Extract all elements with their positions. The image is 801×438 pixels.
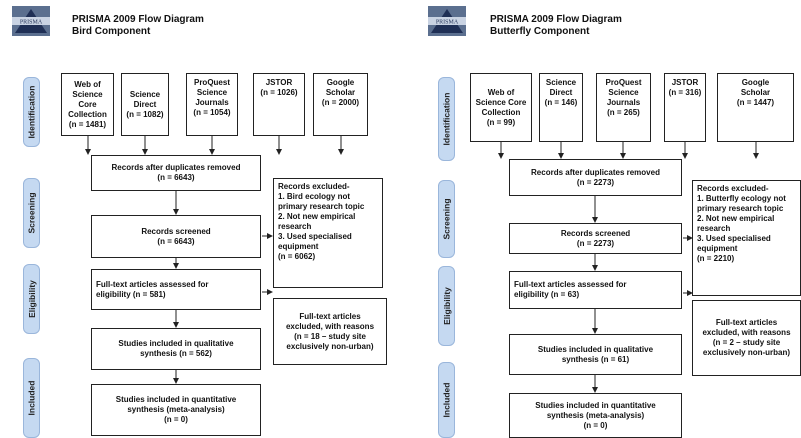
svg-text:PRISMA: PRISMA	[436, 20, 459, 26]
source-web-of-science: Web of Science Core Collection (n = 99)	[470, 73, 532, 142]
stage-eligibility: Eligibility	[23, 264, 40, 334]
diagram-subtitle: Butterfly Component	[490, 26, 590, 37]
source-proquest: ProQuest Science Journals (n = 1054)	[186, 73, 238, 136]
source-web-of-science: Web of Science Core Collection (n = 1481…	[61, 73, 114, 136]
bird-flow-panel: PRISMA PRISMA 2009 Flow Diagram Bird Com…	[0, 0, 400, 438]
diagram-subtitle: Bird Component	[72, 26, 151, 37]
qualitative-synthesis: Studies included in qualitative synthesi…	[91, 328, 261, 370]
source-science-direct: Science Direct (n = 146)	[539, 73, 583, 142]
prisma-logo: PRISMA	[12, 6, 50, 36]
source-jstor: JSTOR (n = 1026)	[253, 73, 305, 136]
records-excluded: Records excluded- 1. Butterfly ecology n…	[692, 180, 801, 296]
stage-eligibility: Eligibility	[438, 266, 455, 346]
source-proquest: ProQuest Science Journals (n = 265)	[596, 73, 651, 142]
records-excluded: Records excluded- 1. Bird ecology not pr…	[273, 178, 383, 288]
source-science-direct: Science Direct (n = 1082)	[121, 73, 169, 136]
records-screened: Records screened (n = 2273)	[509, 223, 682, 254]
svg-text:PRISMA: PRISMA	[20, 20, 43, 26]
diagram-title: PRISMA 2009 Flow Diagram	[72, 14, 204, 25]
quantitative-synthesis: Studies included in quantitative synthes…	[509, 393, 682, 438]
quantitative-synthesis: Studies included in quantitative synthes…	[91, 384, 261, 436]
butterfly-flow-panel: PRISMA PRISMA 2009 Flow Diagram Butterfl…	[401, 0, 801, 438]
records-after-duplicates: Records after duplicates removed (n = 66…	[91, 155, 261, 191]
fulltext-excluded: Full-text articles excluded, with reason…	[273, 298, 387, 365]
stage-screening: Screening	[438, 180, 455, 258]
stage-included: Included	[23, 358, 40, 438]
stage-identification: Identification	[438, 77, 455, 161]
source-google-scholar: Google Scholar (n = 2000)	[313, 73, 368, 136]
records-after-duplicates: Records after duplicates removed (n = 22…	[509, 159, 682, 196]
diagram-title: PRISMA 2009 Flow Diagram	[490, 14, 622, 25]
prisma-logo: PRISMA	[428, 6, 466, 36]
fulltext-assessed: Full-text articles assessed for eligibil…	[91, 269, 261, 310]
fulltext-assessed: Full-text articles assessed for eligibil…	[509, 271, 682, 309]
source-jstor: JSTOR (n = 316)	[664, 73, 706, 142]
records-screened: Records screened (n = 6643)	[91, 215, 261, 258]
qualitative-synthesis: Studies included in qualitative synthesi…	[509, 334, 682, 375]
source-google-scholar: Google Scholar (n = 1447)	[717, 73, 794, 142]
stage-included: Included	[438, 362, 455, 438]
stage-screening: Screening	[23, 178, 40, 248]
fulltext-excluded: Full-text articles excluded, with reason…	[692, 300, 801, 376]
diagram-header: PRISMA 2009 Flow Diagram Bird Component	[72, 14, 204, 38]
diagram-header: PRISMA 2009 Flow Diagram Butterfly Compo…	[490, 14, 622, 38]
stage-identification: Identification	[23, 77, 40, 147]
